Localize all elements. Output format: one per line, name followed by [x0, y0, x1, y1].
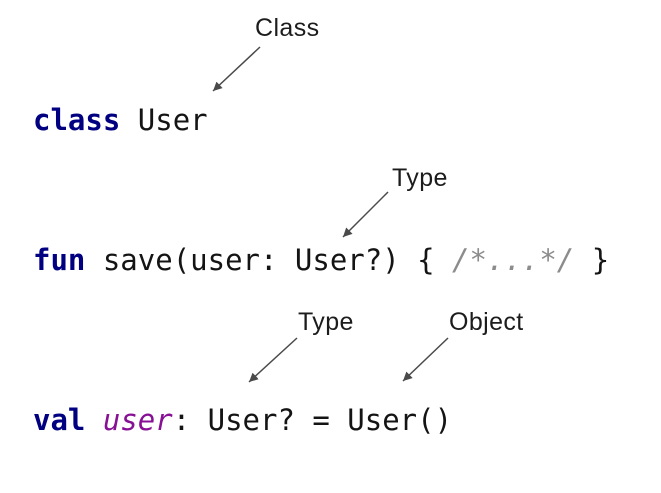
code-line-val-declaration: val user: User? = User() — [33, 403, 452, 437]
code-token-property: user — [102, 403, 173, 437]
code-line-class-declaration: class User — [33, 103, 208, 137]
annotation-arrow-type-variable — [248, 337, 298, 383]
annotation-arrow-object — [402, 337, 449, 382]
annotation-label-object: Object — [449, 308, 524, 336]
code-token-plain: save(user: User?) { — [85, 243, 453, 277]
annotation-arrow-type-parameter — [342, 191, 389, 238]
code-line-fun-declaration: fun save(user: User?) { /*...*/ } — [33, 243, 609, 277]
code-token-plain — [85, 403, 102, 437]
code-token-plain: } — [574, 243, 610, 277]
code-token-keyword: class — [33, 103, 121, 137]
code-token-comment: /*...*/ — [452, 243, 575, 277]
code-token-keyword: val — [33, 403, 86, 437]
annotation-label-type-parameter: Type — [392, 164, 448, 192]
code-token-keyword: fun — [33, 243, 86, 277]
code-token-plain: User — [120, 103, 208, 137]
annotation-label-type-variable: Type — [298, 308, 354, 336]
annotation-arrow-class — [212, 46, 261, 92]
annotation-label-class: Class — [255, 14, 320, 42]
code-token-plain: : User? = User() — [172, 403, 453, 437]
